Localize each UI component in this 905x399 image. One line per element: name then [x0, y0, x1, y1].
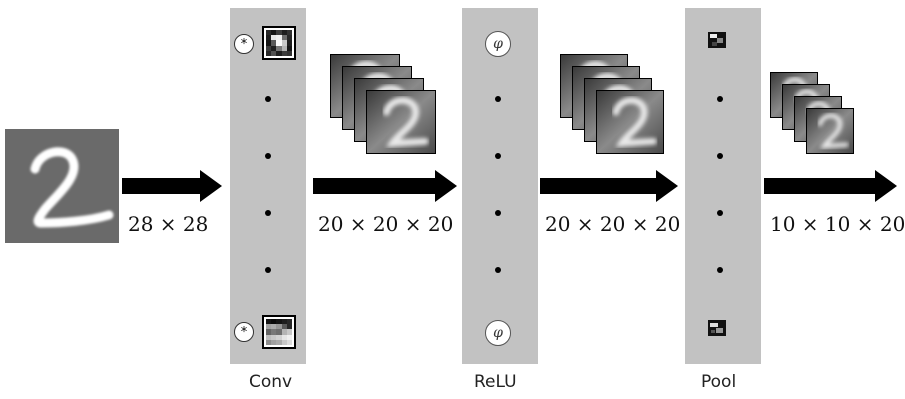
input-dims-label: 28 × 28: [128, 212, 209, 236]
input-digit-image: [5, 129, 119, 243]
arrow-input-to-conv: [122, 170, 222, 202]
feature-map: [596, 90, 664, 154]
pool-patch-top: [708, 32, 726, 48]
phi-icon: φ: [485, 31, 511, 57]
arrow-pool-output: [764, 170, 899, 202]
relu-layer-column: [462, 8, 538, 364]
ellipsis-dot: [265, 96, 271, 102]
ellipsis-dot: [265, 153, 271, 159]
arrow-conv-to-relu: [313, 170, 458, 202]
ellipsis-dot: [495, 153, 501, 159]
arrow-relu-to-pool: [540, 170, 678, 202]
conv-output-dims-label: 20 × 20 × 20: [318, 212, 454, 236]
pool-layer-column: [685, 8, 761, 364]
relu-output-dims-label: 20 × 20 × 20: [545, 212, 681, 236]
relu-layer-label: ReLU: [474, 372, 517, 392]
conv-kernel-top: [262, 26, 296, 60]
ellipsis-dot: [717, 210, 723, 216]
ellipsis-dot: [265, 210, 271, 216]
ellipsis-dot: [717, 153, 723, 159]
feature-map: [806, 108, 854, 154]
conv-layer-label: Conv: [249, 372, 293, 392]
conv-layer-column: [230, 8, 306, 364]
ellipsis-dot: [265, 267, 271, 273]
ellipsis-dot: [495, 210, 501, 216]
ellipsis-dot: [717, 96, 723, 102]
ellipsis-dot: [495, 267, 501, 273]
phi-icon: φ: [485, 320, 511, 346]
pool-output-dims-label: 10 × 10 × 20: [770, 212, 905, 236]
ellipsis-dot: [717, 267, 723, 273]
conv-kernel-bottom: [262, 315, 296, 349]
asterisk-icon: *: [234, 34, 254, 54]
digit-two-glyph: [30, 147, 114, 228]
feature-map: [366, 90, 436, 154]
ellipsis-dot: [495, 96, 501, 102]
pool-patch-bottom: [708, 320, 726, 336]
pool-layer-label: Pool: [701, 372, 737, 392]
asterisk-icon: *: [234, 322, 254, 342]
